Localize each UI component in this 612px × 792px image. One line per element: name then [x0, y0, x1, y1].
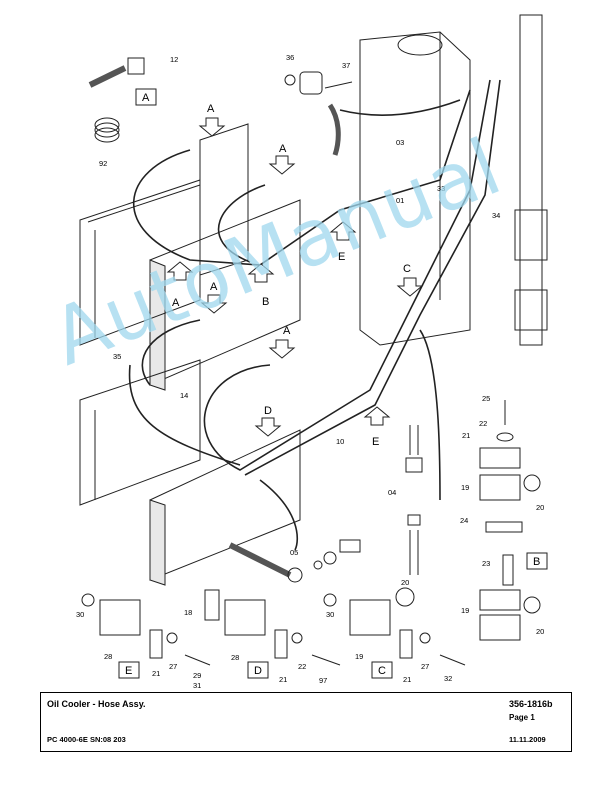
- part-label: 20: [536, 503, 544, 512]
- drawing-number: 356-1816b: [509, 699, 553, 709]
- view-box-label: D: [254, 665, 262, 677]
- part-label: 28: [104, 652, 112, 661]
- part-label: 23: [482, 559, 490, 568]
- view-label: E: [338, 251, 345, 263]
- top-detail-parts: [88, 57, 353, 156]
- model-serial: PC 4000-6E SN:08 203: [47, 735, 126, 744]
- part-label: 97: [319, 676, 327, 685]
- part-label: 37: [342, 61, 350, 70]
- drawing-date: 11.11.2009: [509, 735, 546, 744]
- lower-oil-cooler: [79, 359, 301, 586]
- part-label: 10: [336, 437, 344, 446]
- part-label: 03: [396, 138, 404, 147]
- hose-fitting-detail: [228, 425, 423, 583]
- part-label: 92: [99, 159, 107, 168]
- part-label: 12: [170, 55, 178, 64]
- view-arrows: [166, 117, 424, 437]
- part-label: 27: [169, 662, 177, 671]
- part-label: 32: [444, 674, 452, 683]
- part-label: 19: [461, 606, 469, 615]
- part-label: 30: [326, 610, 334, 619]
- part-label: 28: [231, 653, 239, 662]
- exploded-parts-drawing: 12 36 37 92 03 01 33 34 35 14 10 04 05 2…: [76, 14, 548, 690]
- part-label: 34: [492, 211, 500, 220]
- part-label: 33: [437, 184, 445, 193]
- part-label: 20: [536, 627, 544, 636]
- view-label: A: [210, 281, 218, 293]
- part-label: 21: [403, 675, 411, 684]
- part-label: 31: [193, 681, 201, 690]
- part-label: 04: [388, 488, 396, 497]
- view-label: B: [262, 296, 269, 308]
- view-label: D: [264, 405, 272, 417]
- part-label: 01: [396, 196, 404, 205]
- view-label: A: [283, 325, 291, 337]
- view-label: A: [172, 297, 180, 309]
- part-label: 29: [193, 671, 201, 680]
- view-box-label: B: [533, 556, 540, 568]
- part-label: 35: [113, 352, 121, 361]
- part-label: 22: [479, 419, 487, 428]
- part-label: 25: [482, 394, 490, 403]
- drawing-title: Oil Cooler - Hose Assy.: [47, 699, 146, 709]
- part-label: 24: [460, 516, 468, 525]
- part-label: 30: [76, 610, 84, 619]
- hydraulic-tank: [359, 14, 548, 346]
- clamp-set-e: [81, 593, 211, 666]
- part-label: 21: [462, 431, 470, 440]
- part-label: 18: [184, 608, 192, 617]
- part-label: 20: [401, 578, 409, 587]
- view-box-label: C: [378, 665, 386, 677]
- part-label: 21: [152, 669, 160, 678]
- part-label: 27: [421, 662, 429, 671]
- part-label: 21: [279, 675, 287, 684]
- view-label: E: [372, 436, 379, 448]
- view-label: C: [403, 263, 411, 275]
- view-box-label: A: [142, 92, 150, 104]
- clamp-set-d: [204, 589, 341, 666]
- part-label: 19: [355, 652, 363, 661]
- part-label: 22: [298, 662, 306, 671]
- view-box-label: E: [125, 665, 132, 677]
- view-label: A: [279, 143, 287, 155]
- part-label: 19: [461, 483, 469, 492]
- upper-oil-cooler: [79, 123, 301, 391]
- view-label: A: [207, 103, 215, 115]
- title-block: Oil Cooler - Hose Assy. PC 4000-6E SN:08…: [40, 692, 572, 752]
- hose-lines: [128, 79, 501, 551]
- page-number: Page 1: [509, 713, 535, 722]
- clamp-set-c: [323, 587, 466, 666]
- part-label: 36: [286, 53, 294, 62]
- part-label: 05: [290, 548, 298, 557]
- part-label: 14: [180, 391, 188, 400]
- clamp-set-b: [479, 400, 541, 641]
